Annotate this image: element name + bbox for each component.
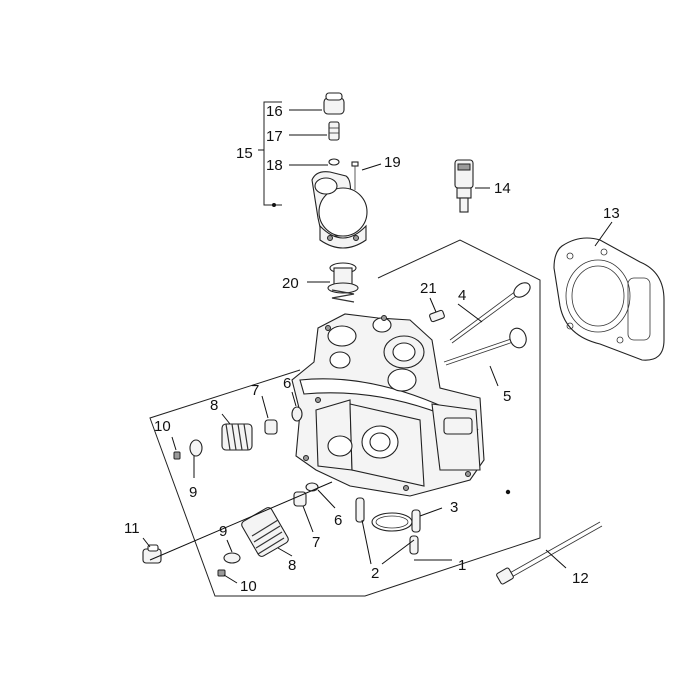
head-gasket-part <box>553 237 665 361</box>
thermostat-housing-part <box>311 171 368 249</box>
callout-3: 3 <box>450 499 458 516</box>
lower-spring-retainer-part <box>223 552 241 564</box>
screw-part <box>351 161 359 190</box>
lower-spring-seat-part <box>293 491 307 507</box>
lower-valve-cotter-part <box>217 569 226 577</box>
upper-valve-spring-part <box>221 423 253 451</box>
callout-9-lower: 9 <box>219 523 227 540</box>
callout-4: 4 <box>458 287 466 304</box>
cap-part <box>323 92 345 115</box>
upper-valve-seal-part <box>291 406 303 422</box>
callout-21: 21 <box>420 280 437 297</box>
callout-14: 14 <box>494 180 511 197</box>
cylinder-head-assembly-frame <box>149 239 541 597</box>
stud-part <box>429 309 445 323</box>
callout-1: 1 <box>458 557 466 574</box>
callout-17: 17 <box>266 128 283 145</box>
callout-18: 18 <box>266 157 283 174</box>
callout-6-lower: 6 <box>334 512 342 529</box>
lower-valve-seal-part <box>305 482 319 492</box>
thermostat-group-bracket <box>263 101 282 207</box>
lower-valve-spring-part <box>241 507 289 557</box>
intake-valve-part <box>443 327 527 366</box>
callout-8-upper: 8 <box>210 397 218 414</box>
callout-15: 15 <box>236 145 253 162</box>
callout-13: 13 <box>603 205 620 222</box>
callout-10-lower: 10 <box>240 578 257 595</box>
thermostat-part <box>327 262 359 303</box>
callout-5: 5 <box>503 388 511 405</box>
temperature-sensor-part <box>454 159 474 213</box>
upper-spring-seat-part <box>264 419 278 435</box>
upper-valve-cotter-part <box>173 451 181 460</box>
bleed-screw-part <box>328 121 340 141</box>
callout-12: 12 <box>572 570 589 587</box>
callout-9-upper: 9 <box>189 484 197 501</box>
exhaust-valve-part <box>449 282 531 344</box>
callout-20: 20 <box>282 275 299 292</box>
o-ring-seal-part <box>371 512 413 532</box>
callout-6-upper: 6 <box>283 375 291 392</box>
assembly-marker-dot <box>505 489 511 495</box>
callout-labels: 16 17 15 18 19 14 13 20 21 4 5 6 7 8 10 … <box>124 103 620 595</box>
callout-16: 16 <box>266 103 283 120</box>
callout-19: 19 <box>384 154 401 171</box>
head-bolt-part <box>496 521 603 585</box>
plug-part <box>142 544 162 564</box>
upper-spring-retainer-part <box>189 439 203 457</box>
callout-2: 2 <box>371 565 379 582</box>
cylinder-head-part <box>291 313 485 497</box>
o-ring-part <box>328 158 340 166</box>
callout-8-lower: 8 <box>288 557 296 574</box>
leader-lines <box>142 109 613 584</box>
callout-10-upper: 10 <box>154 418 171 435</box>
callout-7-upper: 7 <box>251 382 259 399</box>
callout-7-lower: 7 <box>312 534 320 551</box>
callout-11: 11 <box>124 520 140 537</box>
dowel-pin-part <box>355 497 421 555</box>
